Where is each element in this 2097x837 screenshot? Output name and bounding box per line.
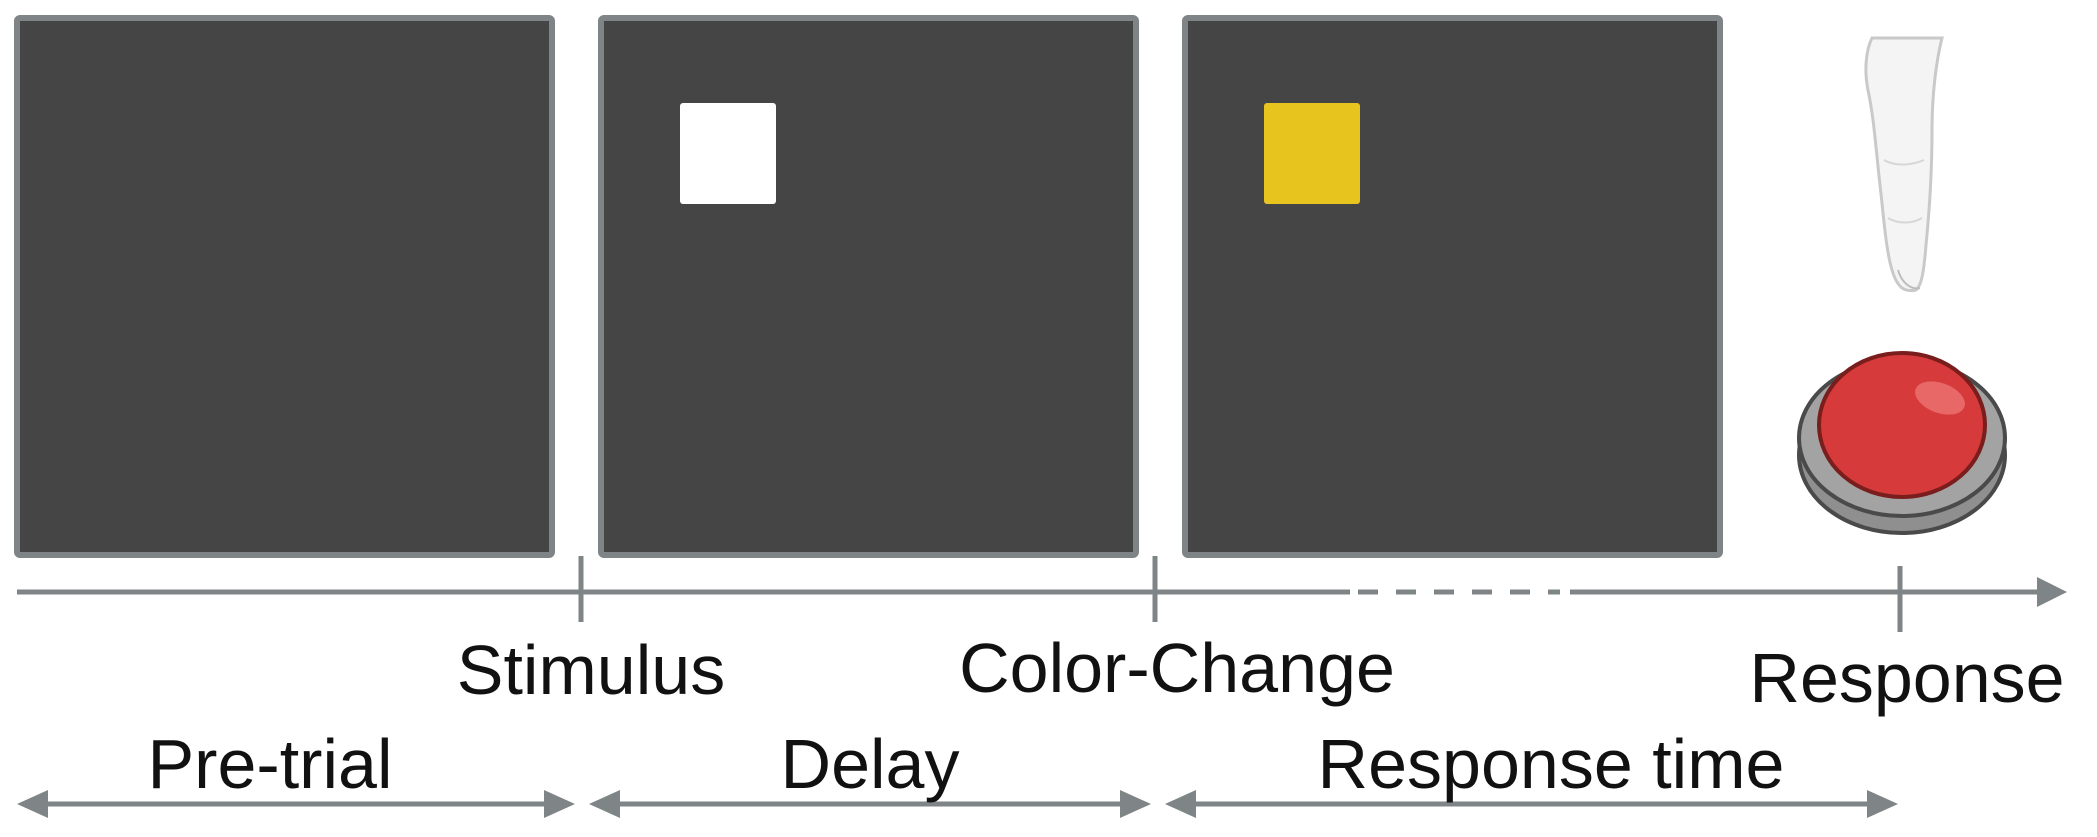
label-delay: Delay bbox=[781, 725, 960, 803]
red-push-button-icon bbox=[1797, 351, 2007, 535]
yellow-stimulus-square bbox=[1264, 103, 1360, 204]
period-arrow-response-time bbox=[1165, 790, 1898, 818]
pointing-finger-icon bbox=[1864, 36, 1944, 293]
white-stimulus-square bbox=[680, 103, 776, 204]
screen-color-change bbox=[1182, 15, 1723, 558]
screen-pre-trial bbox=[14, 15, 555, 558]
timeline-axis bbox=[17, 556, 2067, 632]
label-response: Response bbox=[1749, 639, 2064, 717]
screen-stimulus bbox=[598, 15, 1139, 558]
label-pre-trial: Pre-trial bbox=[147, 725, 392, 803]
label-color-change: Color-Change bbox=[959, 629, 1395, 707]
period-arrow-delay bbox=[589, 790, 1151, 818]
period-arrow-pre-trial bbox=[17, 790, 575, 818]
label-stimulus: Stimulus bbox=[457, 631, 725, 709]
timeline-arrow-head bbox=[2037, 577, 2067, 607]
label-response-time: Response time bbox=[1318, 725, 1785, 803]
